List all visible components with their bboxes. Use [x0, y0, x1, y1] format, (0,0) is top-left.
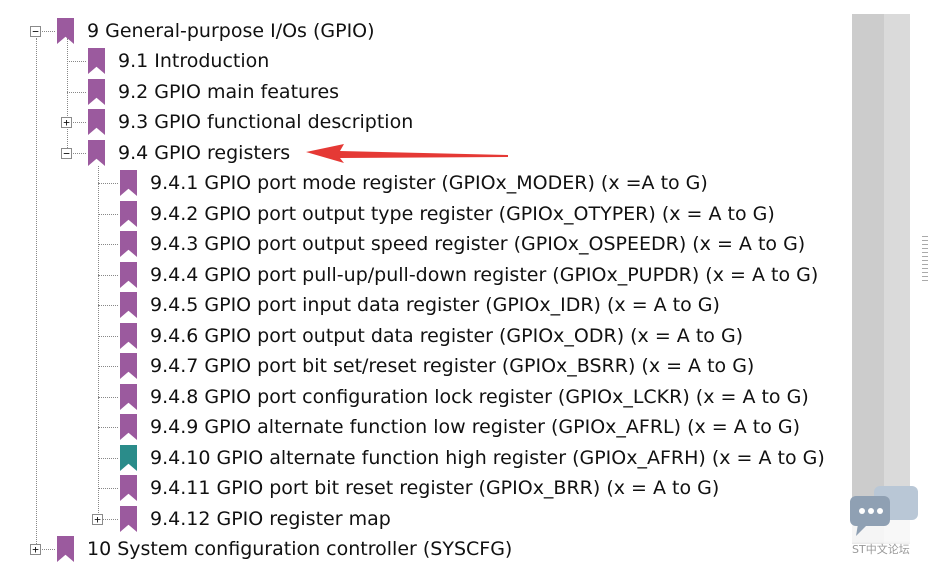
tree-connector [98, 214, 118, 215]
tree-item[interactable]: 9.4.3 GPIO port output speed register (G… [0, 231, 850, 257]
annotation-arrow-shape [306, 144, 508, 163]
tree-item[interactable]: 9.3 GPIO functional description [0, 109, 850, 135]
tree-connector [98, 397, 118, 398]
collapse-toggle-icon[interactable]: − [30, 26, 41, 37]
tree-item-label: 9 General-purpose I/Os (GPIO) [87, 20, 375, 42]
tree-item[interactable]: 9 General-purpose I/Os (GPIO) [0, 18, 850, 44]
bookmark-icon [120, 323, 137, 349]
tree-item[interactable]: 9.4.2 GPIO port output type register (GP… [0, 201, 850, 227]
tree-connector [98, 275, 118, 276]
bookmark-icon [120, 414, 137, 440]
tree-guide-line [98, 166, 99, 521]
tree-item-label: 9.3 GPIO functional description [118, 111, 414, 133]
tree-connector [36, 549, 55, 550]
expand-toggle-icon[interactable]: + [30, 544, 41, 555]
tree-connector [98, 183, 118, 184]
tree-connector [98, 336, 118, 337]
tree-item[interactable]: 9.4.9 GPIO alternate function low regist… [0, 414, 850, 440]
bookmark-icon [120, 231, 137, 257]
tree-guide-line [36, 38, 37, 548]
tree-item[interactable]: 9.4.7 GPIO port bit set/reset register (… [0, 353, 850, 379]
tree-item[interactable]: 9.4.4 GPIO port pull-up/pull-down regist… [0, 262, 850, 288]
tree-connector [98, 427, 118, 428]
tree-item[interactable]: 9.4.12 GPIO register map [0, 506, 850, 532]
tree-connector [67, 122, 86, 123]
tree-item[interactable]: 9.2 GPIO main features [0, 79, 850, 105]
tree-item-label: 9.4.11 GPIO port bit reset register (GPI… [150, 477, 720, 499]
tree-item-label: 9.4.9 GPIO alternate function low regist… [150, 416, 801, 438]
bookmark-icon [120, 201, 137, 227]
tree-connector [67, 61, 86, 62]
tree-item-label: 9.1 Introduction [118, 50, 270, 72]
bookmark-icon [88, 140, 105, 166]
bookmark-icon [88, 79, 105, 105]
tree-item[interactable]: 9.4.11 GPIO port bit reset register (GPI… [0, 475, 850, 501]
tree-item-label: 9.4.4 GPIO port pull-up/pull-down regist… [150, 264, 819, 286]
tree-connector [98, 519, 118, 520]
tree-item-label: 10 System configuration controller (SYSC… [87, 538, 513, 560]
tree-item[interactable]: 9.4.10 GPIO alternate function high regi… [0, 445, 850, 471]
tree-item-label: 9.4.5 GPIO port input data register (GPI… [150, 294, 720, 316]
tree-connector [98, 305, 118, 306]
bookmark-icon [57, 18, 74, 44]
tree-connector [67, 92, 86, 93]
tree-item-label: 9.4.2 GPIO port output type register (GP… [150, 203, 775, 225]
tree-item[interactable]: 9.1 Introduction [0, 48, 850, 74]
bookmark-icon [88, 48, 105, 74]
bookmark-icon [120, 170, 137, 196]
tree-item-label: 9.4.8 GPIO port configuration lock regis… [150, 386, 809, 408]
bookmark-icon [120, 292, 137, 318]
tree-item-label: 9.4 GPIO registers [118, 142, 291, 164]
tree-guide-line [67, 38, 68, 154]
tree-item-label: 9.4.7 GPIO port bit set/reset register (… [150, 355, 755, 377]
scrollbar-track[interactable] [852, 14, 884, 544]
collapse-toggle-icon[interactable]: − [61, 148, 72, 159]
tree-item[interactable]: 9.4.6 GPIO port output data register (GP… [0, 323, 850, 349]
tree-connector [98, 488, 118, 489]
expand-toggle-icon[interactable]: + [92, 514, 103, 525]
tree-item[interactable]: 10 System configuration controller (SYSC… [0, 536, 850, 562]
tree-item[interactable]: 9.4.5 GPIO port input data register (GPI… [0, 292, 850, 318]
bookmark-icon [120, 475, 137, 501]
watermark-text: ST中文论坛 [852, 543, 910, 556]
bookmark-icon [57, 536, 74, 562]
tree-item-label: 9.4.10 GPIO alternate function high regi… [150, 447, 825, 469]
scrollbar-grip[interactable] [922, 236, 928, 284]
bookmarks-tree: 9 General-purpose I/Os (GPIO) − 9.1 Introd… [0, 18, 850, 562]
bookmark-icon [120, 445, 137, 471]
bookmark-icon [120, 506, 137, 532]
bookmark-icon [120, 353, 137, 379]
vertical-scrollbar[interactable] [852, 14, 928, 544]
expand-toggle-icon[interactable]: + [61, 117, 72, 128]
tree-connector [98, 244, 118, 245]
tree-item-label: 9.4.6 GPIO port output data register (GP… [150, 325, 744, 347]
chat-bubbles-logo-icon [850, 486, 918, 536]
tree-item-label: 9.4.12 GPIO register map [150, 508, 391, 530]
tree-item-label: 9.2 GPIO main features [118, 81, 340, 103]
bookmark-icon [88, 109, 105, 135]
bookmark-icon [120, 384, 137, 410]
tree-item[interactable]: 9.4.1 GPIO port mode register (GPIOx_MOD… [0, 170, 850, 196]
tree-item-label: 9.4.1 GPIO port mode register (GPIOx_MOD… [150, 172, 708, 194]
scrollbar-thumb[interactable] [884, 14, 928, 544]
tree-connector [36, 31, 55, 32]
tree-item[interactable]: 9.4.8 GPIO port configuration lock regis… [0, 384, 850, 410]
bookmark-icon [120, 262, 137, 288]
tree-connector [98, 458, 118, 459]
tree-connector [98, 366, 118, 367]
tree-item[interactable]: 9.4 GPIO registers [0, 140, 850, 166]
tree-connector [67, 153, 86, 154]
tree-item-label: 9.4.3 GPIO port output speed register (G… [150, 233, 806, 255]
